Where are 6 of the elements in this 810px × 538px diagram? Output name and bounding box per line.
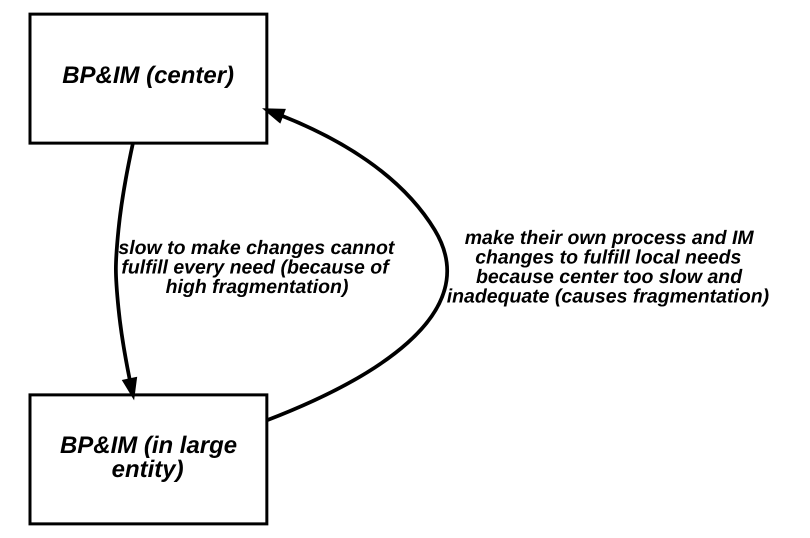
edge-label: slow to make changes cannot fulfill every need (because of high fragmentation) xyxy=(118,236,394,298)
arrow xyxy=(114,142,137,400)
node-box: BP&IM (center) xyxy=(28,12,268,145)
edge-label: make their own process and IM changes to fulfill local needs because center too slow and inadequate (causes fragmentation) xyxy=(446,227,769,308)
node-box: BP&IM (in large entity) xyxy=(28,393,268,526)
arrow xyxy=(262,108,448,422)
